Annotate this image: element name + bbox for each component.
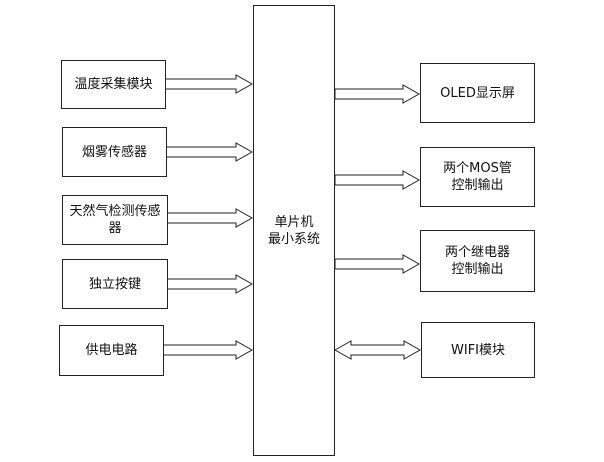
relay-output-box: 两个继电器 控制输出	[420, 230, 535, 292]
wifi-module-label: WIFI模块	[451, 342, 505, 358]
mos-output-label: 两个MOS管 控制输出	[443, 161, 512, 193]
arrow-temperature-to-mcu	[164, 74, 254, 94]
oled-display-box: OLED显示屏	[420, 63, 535, 123]
mcu-label: 单片机 最小系统	[267, 214, 320, 247]
independent-keys-box: 独立按键	[62, 259, 168, 309]
smoke-sensor-box: 烟雾传感器	[62, 127, 167, 177]
arrow-mcu-wifi-bidirectional	[333, 340, 422, 360]
mcu-box: 单片机 最小系统	[253, 5, 335, 456]
independent-keys-label: 独立按键	[88, 276, 141, 292]
smoke-sensor-label: 烟雾传感器	[81, 144, 147, 160]
arrow-keys-to-mcu	[166, 274, 254, 294]
gas-sensor-box: 天然气检测传感 器	[62, 195, 168, 245]
arrow-mcu-to-mos	[334, 170, 421, 190]
power-circuit-label: 供电电路	[85, 343, 138, 358]
power-circuit-box: 供电电路	[59, 325, 164, 376]
arrow-mcu-to-relay	[334, 254, 421, 274]
relay-output-label: 两个继电器 控制输出	[444, 245, 510, 277]
wifi-module-box: WIFI模块	[421, 322, 535, 378]
oled-display-label: OLED显示屏	[440, 85, 515, 101]
gas-sensor-label: 天然气检测传感 器	[69, 204, 161, 236]
mos-output-box: 两个MOS管 控制输出	[420, 147, 535, 207]
temperature-module-box: 温度采集模块	[61, 60, 166, 109]
arrow-power-to-mcu	[162, 340, 254, 360]
arrow-gas-to-mcu	[166, 208, 254, 228]
arrow-mcu-to-oled	[334, 84, 421, 104]
temperature-module-label: 温度采集模块	[74, 77, 153, 92]
arrow-smoke-to-mcu	[165, 142, 254, 162]
